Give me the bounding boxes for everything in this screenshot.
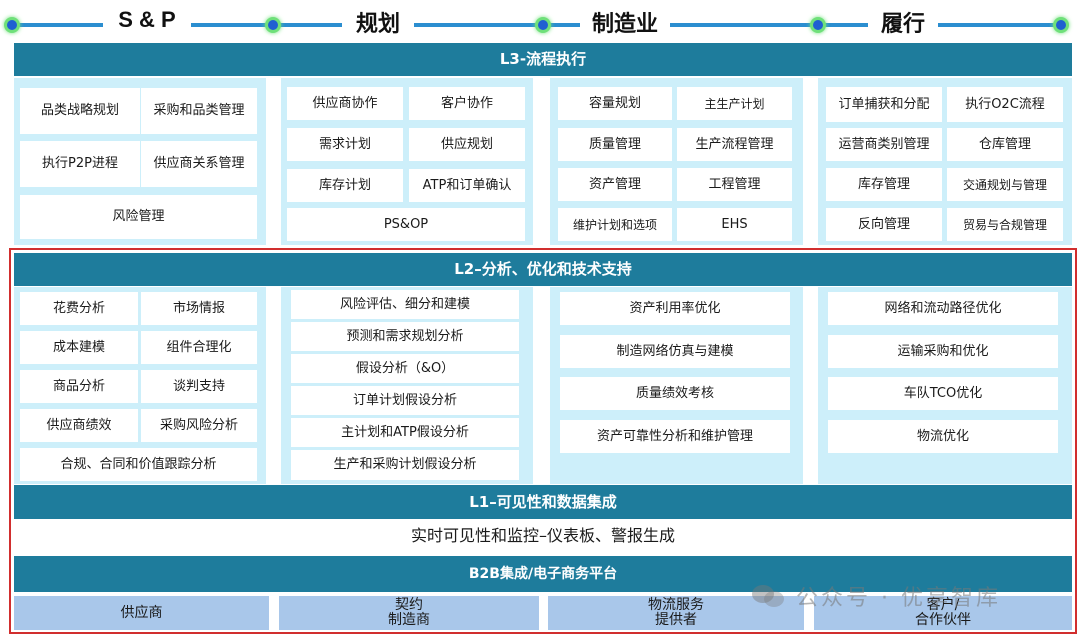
l2-box: 车队TCO优化 (828, 377, 1058, 410)
l3-box: 库存管理 (826, 168, 942, 201)
partner-contract-manufacturer: 契约 制造商 (279, 596, 539, 630)
timeline-dot-icon (1053, 17, 1069, 33)
l3-box: 风险管理 (20, 195, 257, 239)
l2-box: 采购风险分析 (141, 409, 257, 442)
watermark-text: 公众号 · 优享智库 (796, 586, 1001, 611)
l3-box: 交通规划与管理 (947, 168, 1063, 201)
l3-box: 维护计划和选项 (558, 208, 672, 241)
l1-body: 实时可见性和监控–仪表板、警报生成 (14, 520, 1072, 552)
l2-box: 组件合理化 (141, 331, 257, 364)
stage-header: S & P 规划 制造业 履行 (0, 0, 1080, 48)
header-sp-label: S & P (103, 2, 191, 38)
b2b-banner: B2B集成/电子商务平台 (14, 556, 1072, 592)
l2-box: 制造网络仿真与建模 (560, 335, 790, 368)
l2-box: 网络和流动路径优化 (828, 292, 1058, 325)
l2-box: 订单计划假设分析 (291, 386, 519, 415)
l3-box: 工程管理 (677, 168, 792, 201)
l3-column-fulfillment: 订单捕获和分配 执行O2C流程 运营商类别管理 仓库管理 库存管理 交通规划与管… (818, 78, 1072, 245)
l3-box: 生产流程管理 (677, 128, 792, 161)
l2-box: 风险评估、细分和建模 (291, 290, 519, 319)
l3-box: 仓库管理 (947, 128, 1063, 161)
header-fulfillment-label: 履行 (868, 6, 938, 42)
l2-box: 预测和需求规划分析 (291, 322, 519, 351)
l3-banner: L3-流程执行 (14, 43, 1072, 76)
l3-box: 执行P2P进程 (20, 141, 140, 187)
l2-box: 成本建模 (20, 331, 138, 364)
l3-box: ATP和订单确认 (409, 169, 525, 202)
l3-column-sp: 品类战略规划 采购和品类管理 执行P2P进程 供应商关系管理 风险管理 (14, 78, 266, 245)
l2-box: 假设分析（&O） (291, 354, 519, 383)
l3-box: 品类战略规划 (20, 88, 140, 134)
l2-box: 资产利用率优化 (560, 292, 790, 325)
l3-box: 需求计划 (287, 128, 403, 161)
timeline-dot-icon (265, 17, 281, 33)
l2-box: 商品分析 (20, 370, 138, 403)
l2-box: 物流优化 (828, 420, 1058, 453)
l2-box: 市场情报 (141, 292, 257, 325)
l3-box: 客户协作 (409, 87, 525, 120)
l3-box: 容量规划 (558, 87, 672, 120)
l3-box: PS&OP (287, 208, 525, 241)
l2-column-manufacturing: 资产利用率优化 制造网络仿真与建模 质量绩效考核 资产可靠性分析和维护管理 (550, 287, 803, 484)
l2-box: 资产可靠性分析和维护管理 (560, 420, 790, 453)
l3-box: 供应商关系管理 (141, 141, 257, 187)
l2-column-planning: 风险评估、细分和建模 预测和需求规划分析 假设分析（&O） 订单计划假设分析 主… (281, 287, 533, 484)
l2-box: 合规、合同和价值跟踪分析 (20, 448, 257, 481)
l3-box: 采购和品类管理 (141, 88, 257, 134)
l3-box: 运营商类别管理 (826, 128, 942, 161)
l2-box: 供应商绩效 (20, 409, 138, 442)
timeline-dot-icon (4, 17, 20, 33)
l3-box: 库存计划 (287, 169, 403, 202)
l2-box: 谈判支持 (141, 370, 257, 403)
l2-column-fulfillment: 网络和流动路径优化 运输采购和优化 车队TCO优化 物流优化 (818, 287, 1072, 484)
l3-box: 反向管理 (826, 208, 942, 241)
l3-box: 供应商协作 (287, 87, 403, 120)
header-manufacturing-label: 制造业 (580, 6, 670, 42)
watermark: 公众号 · 优享智库 (752, 576, 1001, 616)
l3-box: EHS (677, 208, 792, 241)
l2-column-sp: 花费分析 市场情报 成本建模 组件合理化 商品分析 谈判支持 供应商绩效 采购风… (14, 287, 266, 484)
timeline-dot-icon (535, 17, 551, 33)
l3-box: 质量管理 (558, 128, 672, 161)
l3-column-planning: 供应商协作 客户协作 需求计划 供应规划 库存计划 ATP和订单确认 PS&OP (281, 78, 533, 245)
l2-box: 质量绩效考核 (560, 377, 790, 410)
l2-box: 生产和采购计划假设分析 (291, 450, 519, 480)
l3-box: 资产管理 (558, 168, 672, 201)
partner-supplier: 供应商 (14, 596, 269, 630)
l3-box: 主生产计划 (677, 87, 792, 120)
l2-box: 花费分析 (20, 292, 138, 325)
l2-box: 运输采购和优化 (828, 335, 1058, 368)
l2-banner: L2–分析、优化和技术支持 (14, 253, 1072, 286)
l3-box: 贸易与合规管理 (947, 208, 1063, 241)
timeline-dot-icon (810, 17, 826, 33)
l2-box: 主计划和ATP假设分析 (291, 418, 519, 447)
partner-logistics-provider: 物流服务 提供者 (548, 596, 804, 630)
l3-box: 供应规划 (409, 128, 525, 161)
header-planning-label: 规划 (342, 6, 414, 42)
partner-customer: 客户/ 合作伙伴 (814, 596, 1072, 630)
l3-box: 订单捕获和分配 (826, 87, 942, 122)
l1-banner: L1–可见性和数据集成 (14, 485, 1072, 519)
wechat-icon (752, 583, 786, 609)
l3-box: 执行O2C流程 (947, 87, 1063, 122)
l3-column-manufacturing: 容量规划 主生产计划 质量管理 生产流程管理 资产管理 工程管理 维护计划和选项… (550, 78, 803, 245)
